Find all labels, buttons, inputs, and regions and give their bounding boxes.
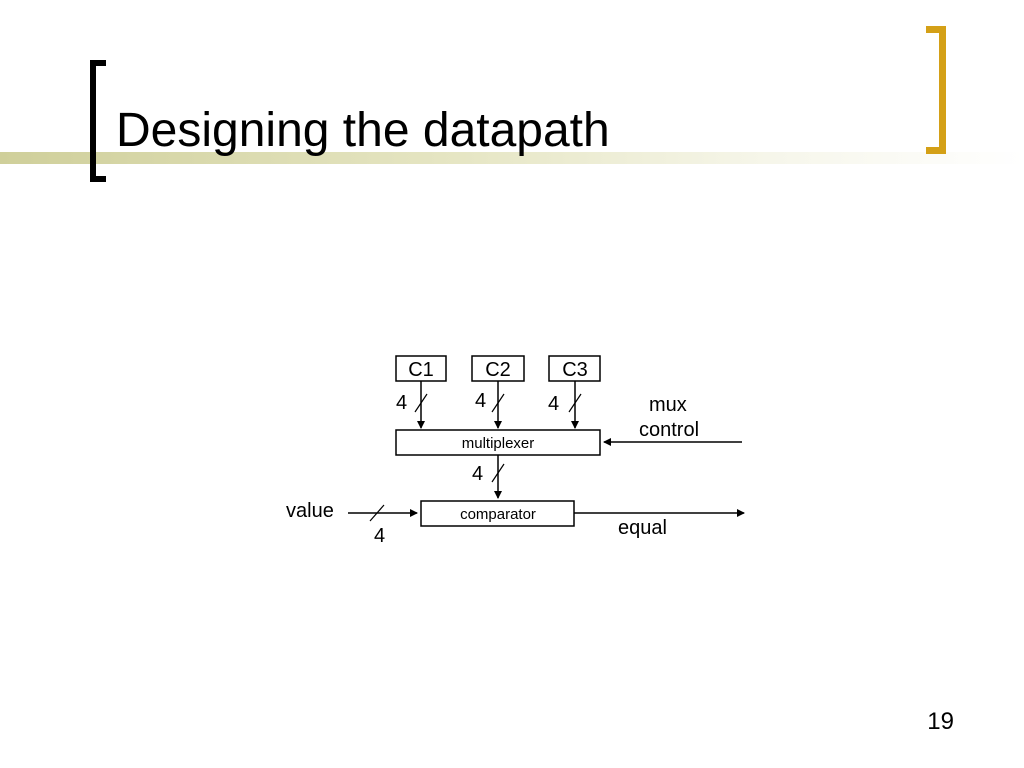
input-c1: C1 bbox=[395, 355, 447, 382]
multiplexer: multiplexer bbox=[395, 429, 601, 456]
comparator: comparator bbox=[420, 500, 575, 527]
slide-title: Designing the datapath bbox=[116, 104, 610, 157]
equal-label: equal bbox=[618, 517, 667, 539]
input-c1-label: C1 bbox=[408, 359, 434, 381]
input-c3-label: C3 bbox=[562, 359, 588, 381]
mux-output-slash bbox=[491, 463, 505, 483]
title-bracket bbox=[90, 60, 106, 182]
bus-c3-width: 4 bbox=[548, 393, 559, 415]
input-c3: C3 bbox=[548, 355, 601, 382]
bus-c1-width: 4 bbox=[396, 392, 407, 414]
input-c2-box bbox=[471, 355, 525, 382]
title-band bbox=[0, 152, 1024, 164]
input-c2: C2 bbox=[471, 355, 525, 382]
mux-control-label-line1: mux bbox=[649, 394, 687, 416]
mux-control-label-line2: control bbox=[639, 419, 699, 441]
input-c2-label: C2 bbox=[485, 359, 511, 381]
input-c3-box bbox=[548, 355, 601, 382]
corner-bracket bbox=[926, 26, 946, 154]
bus-c3-slash bbox=[568, 393, 582, 413]
bus-c2-slash bbox=[491, 393, 505, 413]
input-c1-box bbox=[395, 355, 447, 382]
bus-c1-slash bbox=[414, 393, 428, 413]
multiplexer-box bbox=[395, 429, 601, 456]
mux-output-width: 4 bbox=[472, 463, 483, 485]
bus-c2-width: 4 bbox=[475, 390, 486, 412]
multiplexer-label: multiplexer bbox=[462, 435, 535, 452]
value-label: value bbox=[286, 500, 334, 522]
value-width: 4 bbox=[374, 525, 385, 547]
comparator-label: comparator bbox=[460, 506, 536, 523]
value-slash bbox=[369, 504, 385, 522]
page-number: 19 bbox=[927, 708, 954, 735]
